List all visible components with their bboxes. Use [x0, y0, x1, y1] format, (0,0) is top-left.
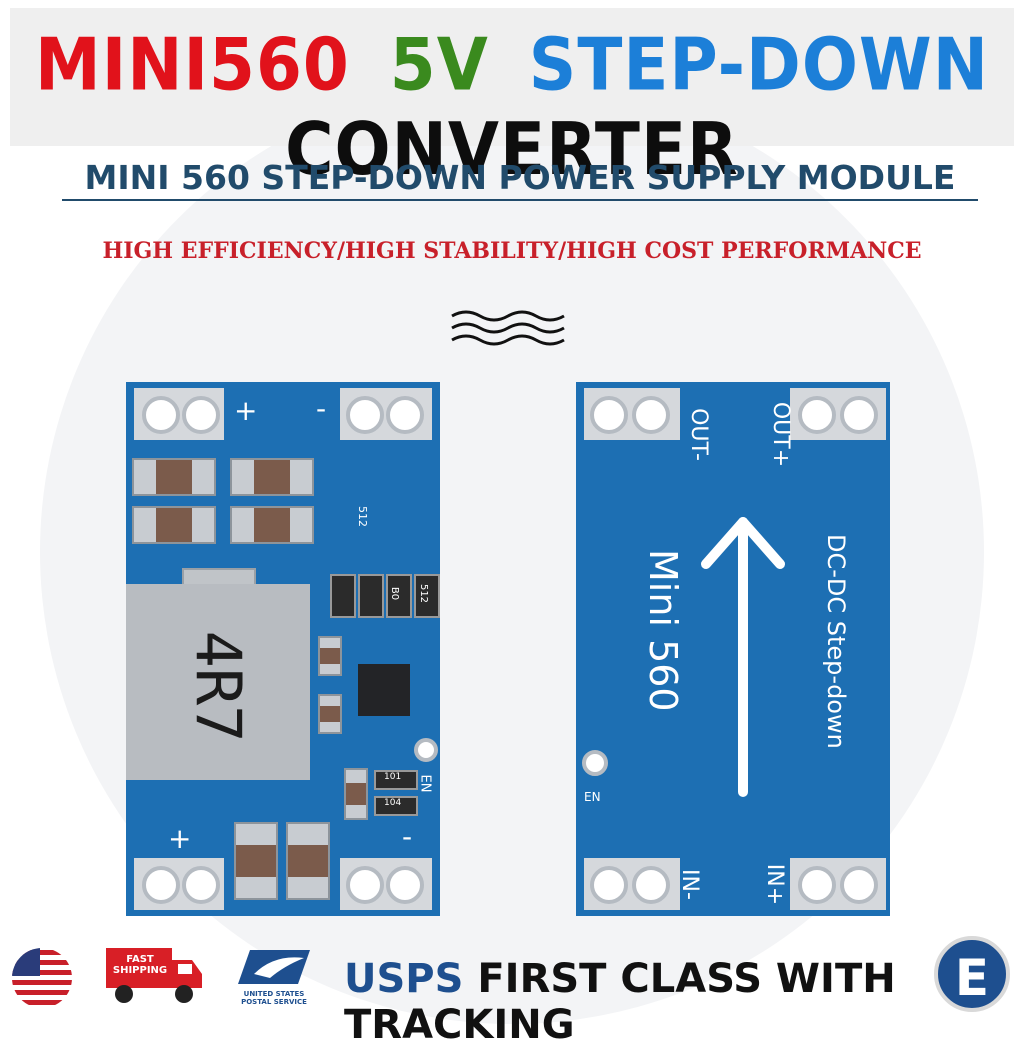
capacitor: [230, 506, 314, 544]
label-out-minus: OUT-: [685, 408, 711, 461]
usps-eagle-icon: UNITED STATES POSTAL SERVICE: [234, 944, 314, 1010]
usps-caption: UNITED STATES POSTAL SERVICE: [241, 990, 307, 1006]
resistor: [374, 796, 418, 816]
subtitle: MINI 560 STEP-DOWN POWER SUPPLY MODULE: [84, 158, 956, 197]
terminal-minus-top: -: [316, 392, 327, 425]
resistor: [414, 574, 440, 618]
inductor: 4R7: [126, 584, 310, 780]
capacitor: [234, 822, 278, 900]
title-band: [10, 8, 1014, 146]
label-in-plus: IN+: [762, 863, 788, 906]
resistor-code: 104: [384, 798, 402, 808]
type-label: DC-DC Step-down: [822, 534, 850, 749]
label-in-minus: IN-: [676, 869, 702, 900]
title-part-converter: CONVERTER: [285, 107, 739, 192]
shipping-method-text: USPS FIRST CLASS WITH TRACKING: [344, 956, 1024, 1048]
capacitor: [230, 458, 314, 496]
capacitor: [318, 636, 342, 676]
mount-hole: [632, 396, 670, 434]
mount-hole: [590, 866, 628, 904]
mount-hole: [632, 866, 670, 904]
mount-hole: [590, 396, 628, 434]
enable-pin: [414, 738, 438, 762]
usps-word: USPS: [344, 956, 464, 1002]
resistor: [330, 574, 356, 618]
subtitle-underline: [62, 199, 978, 201]
mount-hole: [142, 866, 180, 904]
resistor: [358, 574, 384, 618]
mount-hole: [840, 396, 878, 434]
capacitor: [318, 694, 342, 734]
mount-hole: [346, 396, 384, 434]
resistor-code: 512: [418, 583, 430, 604]
model-label: Mini 560: [641, 549, 685, 712]
mount-hole: [798, 866, 836, 904]
mount-hole: [386, 866, 424, 904]
tagline: HIGH EFFICIENCY/HIGH STABILITY/HIGH COST…: [102, 238, 922, 264]
capacitor: [132, 506, 216, 544]
label-out-plus: OUT+: [768, 401, 794, 468]
resistor: [386, 574, 412, 618]
fast-shipping-label: FAST SHIPPING: [112, 954, 168, 976]
resistor-code: B0: [389, 586, 401, 601]
board-back: OUT- OUT+ Mini 560 DC-DC Step-down EN IN…: [576, 382, 890, 916]
mount-hole: [840, 866, 878, 904]
mount-hole: [142, 396, 180, 434]
terminal-minus-bottom: -: [402, 820, 413, 853]
regulator-ic: [358, 664, 410, 716]
us-flag-icon: [12, 948, 72, 1008]
board-front: + - 4R7 512 B0 512 101 104 EN + -: [126, 382, 440, 916]
resistor-code: 512: [356, 506, 369, 527]
mount-hole: [182, 866, 220, 904]
enable-label: EN: [584, 790, 601, 804]
resistor-code: 101: [384, 772, 402, 782]
title-part-voltage: 5V: [389, 22, 489, 107]
terminal-plus-top: +: [234, 394, 258, 427]
fast-shipping-truck-icon: FAST SHIPPING: [102, 942, 206, 1008]
terminal-plus-bottom: +: [168, 822, 192, 855]
enable-pin: [582, 750, 608, 776]
page-title: MINI560 5V STEP-DOWN CONVERTER: [0, 22, 1024, 191]
brand-e-icon: E: [934, 936, 1010, 1012]
mount-hole: [346, 866, 384, 904]
title-part-stepdown: STEP-DOWN: [528, 22, 989, 107]
capacitor: [344, 768, 368, 820]
capacitor: [132, 458, 216, 496]
title-part-model: MINI560: [35, 22, 350, 107]
resistor: [374, 770, 418, 790]
mount-hole: [182, 396, 220, 434]
direction-arrow-icon: [701, 517, 785, 797]
wave-separator-icon: [451, 310, 565, 346]
enable-label: EN: [417, 774, 433, 793]
mount-hole: [386, 396, 424, 434]
mount-hole: [798, 396, 836, 434]
inductor-label: 4R7: [181, 630, 255, 743]
capacitor: [286, 822, 330, 900]
